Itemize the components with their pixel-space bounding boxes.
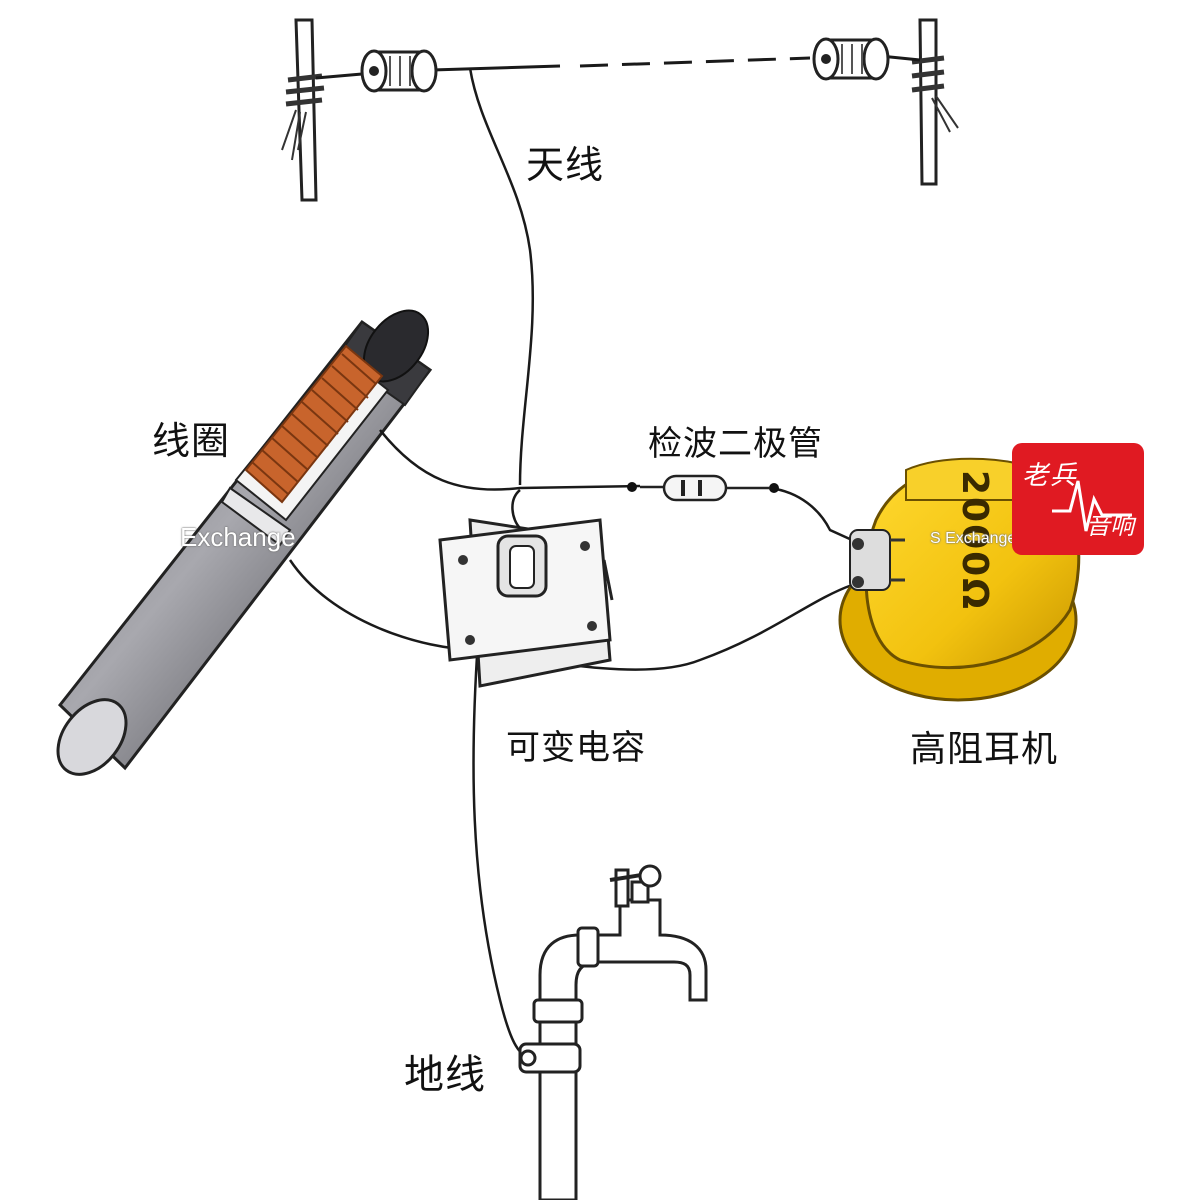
right-insulator (812, 37, 890, 81)
antenna-lead-wire (468, 67, 535, 486)
right-pole (911, 18, 959, 186)
logo-text-top: 老兵 (1022, 461, 1079, 491)
earphone-marking: 2000Ω (954, 470, 995, 611)
ground-label: 地线 (404, 1052, 486, 1098)
coil (56, 309, 433, 776)
logo-text-bottom: 音响 (1086, 512, 1134, 540)
water-faucet (518, 864, 708, 1200)
antenna-label: 天线 (526, 143, 605, 187)
watermark-logo: 老兵 音响 (1012, 443, 1144, 555)
earphone-label: 高阻耳机 (910, 729, 1059, 770)
earphone-terminals (849, 529, 905, 591)
diode-label: 检波二极管 (648, 424, 823, 464)
left-insulator (360, 49, 438, 93)
watermark-left: Exchange (180, 522, 296, 552)
logo-pulse-icon (1052, 480, 1132, 532)
left-pole (281, 18, 325, 202)
circuit-wires (288, 429, 853, 1060)
coil-label: 线圈 (152, 419, 231, 463)
variable-capacitor (438, 489, 614, 688)
diode (627, 474, 779, 502)
capacitor-label: 可变电容 (506, 728, 646, 768)
